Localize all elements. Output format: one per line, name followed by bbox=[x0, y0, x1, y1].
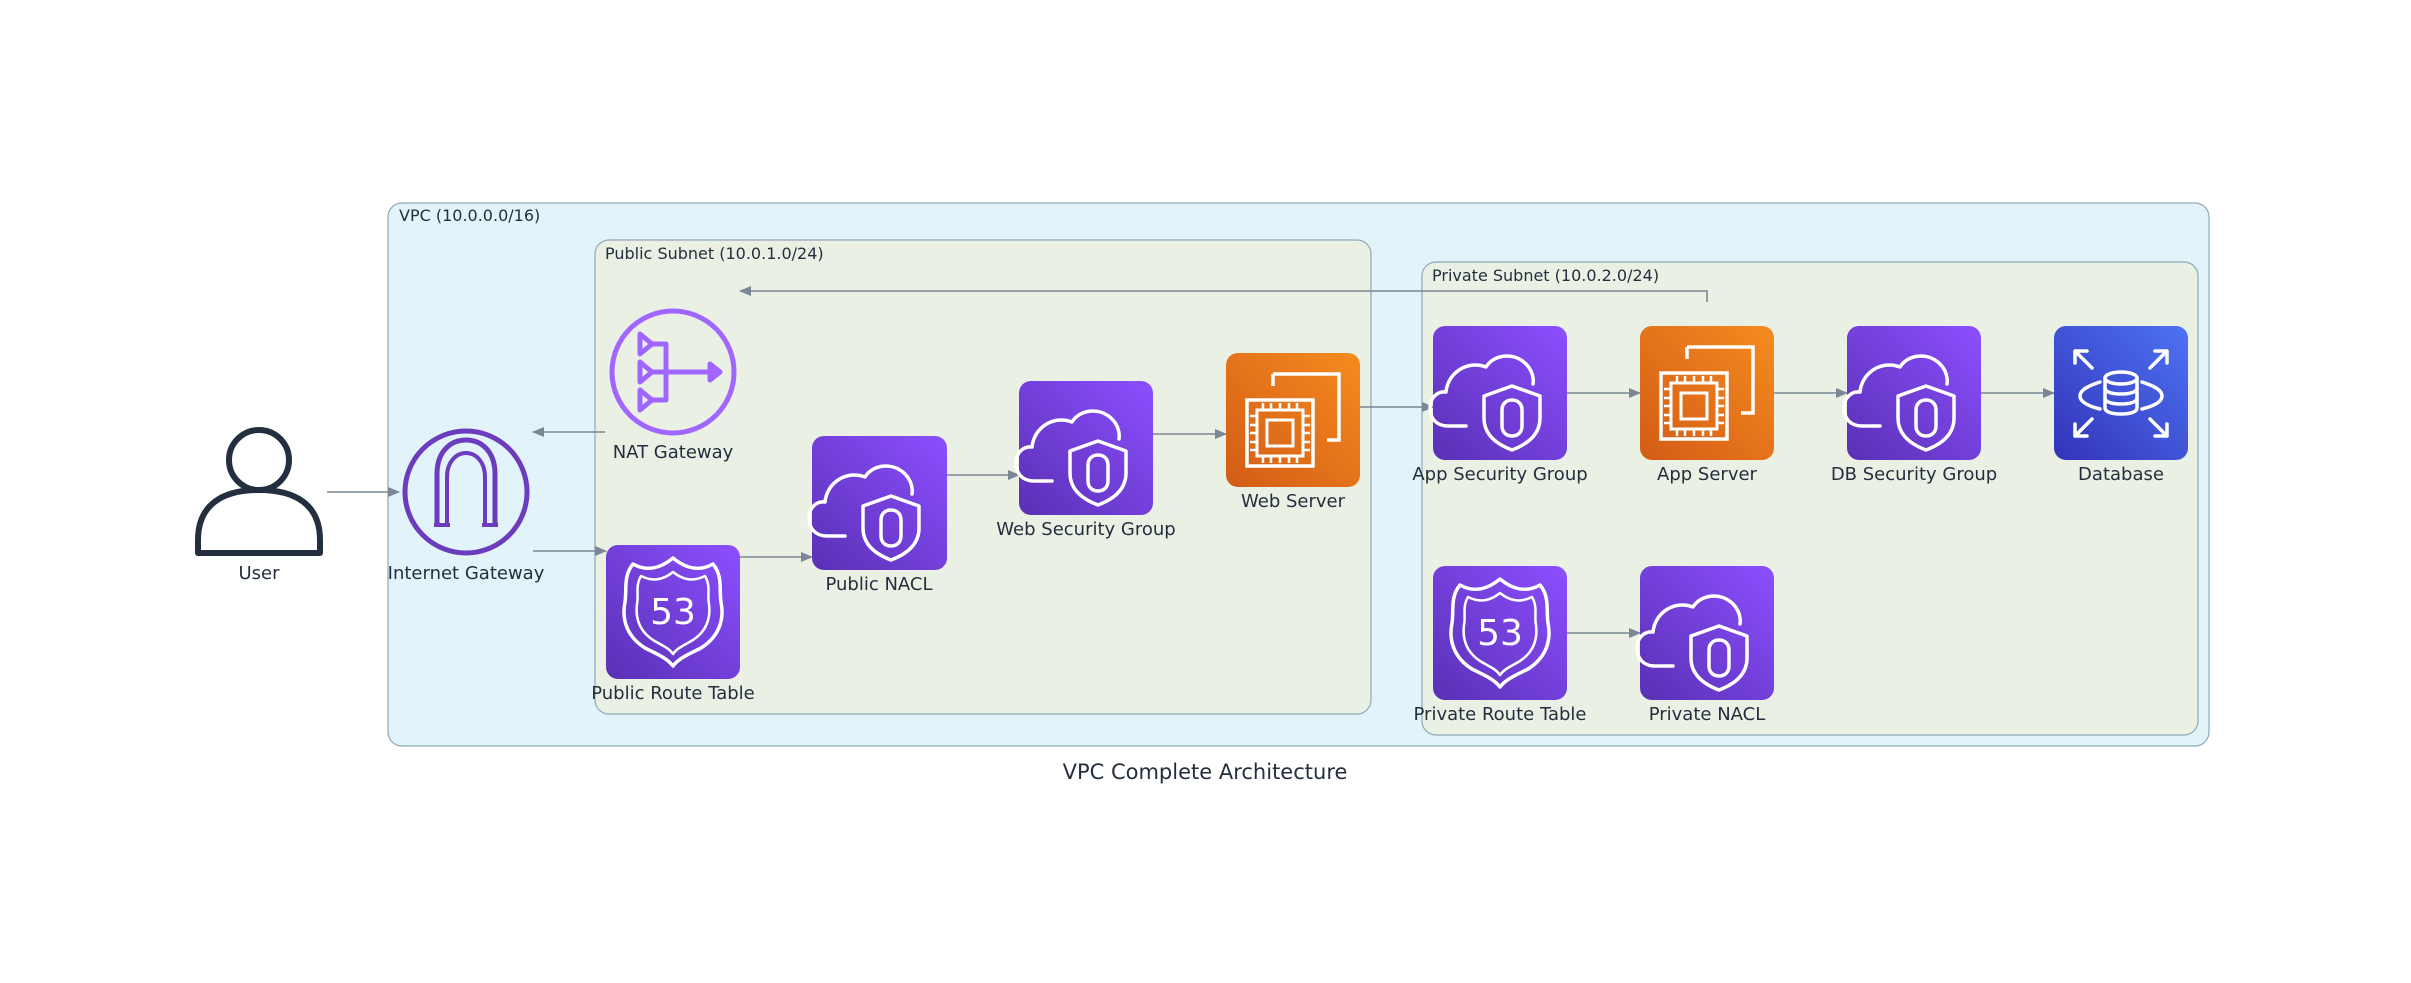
node-database: Database bbox=[2054, 326, 2188, 485]
internet-gateway-icon bbox=[402, 428, 530, 556]
node-app-server: App Server bbox=[1640, 326, 1774, 485]
diagram-title: VPC Complete Architecture bbox=[1063, 760, 1348, 784]
db-security-group-tile bbox=[1847, 326, 1981, 460]
node-private-nacl: Private NACL bbox=[1635, 566, 1774, 725]
web-server-label: Web Server bbox=[1241, 491, 1346, 512]
private-nacl-tile bbox=[1640, 566, 1774, 700]
private-route-table-label: Private Route Table bbox=[1414, 704, 1587, 725]
web-security-group-label: Web Security Group bbox=[996, 519, 1175, 540]
user-icon bbox=[195, 427, 323, 556]
node-web-security-group: Web Security Group bbox=[996, 381, 1176, 540]
internet-gateway-label: Internet Gateway bbox=[388, 563, 545, 584]
nat-gateway-label: NAT Gateway bbox=[613, 442, 734, 463]
user-label: User bbox=[238, 563, 280, 584]
private-subnet-label: Private Subnet (10.0.2.0/24) bbox=[1432, 266, 1659, 285]
node-nat-gateway: NAT Gateway bbox=[609, 308, 737, 463]
public-subnet-label: Public Subnet (10.0.1.0/24) bbox=[605, 244, 824, 263]
app-server-label: App Server bbox=[1657, 464, 1758, 485]
database-label: Database bbox=[2078, 464, 2164, 485]
edge-app-server-to-nat bbox=[739, 286, 1708, 302]
rds-database-icon bbox=[2073, 349, 2169, 438]
public-route-table-label: Public Route Table bbox=[591, 683, 755, 704]
web-security-group-tile bbox=[1019, 381, 1153, 515]
public-subnet-cluster: Public Subnet (10.0.1.0/24) bbox=[594, 239, 1372, 715]
app-security-group-tile bbox=[1433, 326, 1567, 460]
nat-gateway-icon bbox=[609, 308, 737, 436]
public-nacl-tile bbox=[812, 436, 947, 570]
node-web-server: Web Server bbox=[1226, 353, 1360, 512]
edges bbox=[327, 286, 2055, 638]
node-internet-gateway: Internet Gateway bbox=[388, 428, 545, 584]
private-nacl-label: Private NACL bbox=[1649, 704, 1766, 725]
node-public-nacl: Public NACL bbox=[807, 436, 947, 595]
vpc-cluster-label: VPC (10.0.0.0/16) bbox=[399, 206, 540, 225]
node-user: User bbox=[195, 427, 323, 584]
node-public-route-table: Public Route Table bbox=[591, 545, 755, 704]
db-security-group-label: DB Security Group bbox=[1831, 464, 1997, 485]
node-db-security-group: DB Security Group bbox=[1831, 326, 1997, 485]
public-nacl-label: Public NACL bbox=[825, 574, 932, 595]
private-subnet-cluster: Private Subnet (10.0.2.0/24) bbox=[1421, 261, 2199, 736]
node-private-route-table: Private Route Table bbox=[1414, 566, 1587, 725]
node-app-security-group: App Security Group bbox=[1412, 326, 1588, 485]
app-security-group-label: App Security Group bbox=[1412, 464, 1587, 485]
